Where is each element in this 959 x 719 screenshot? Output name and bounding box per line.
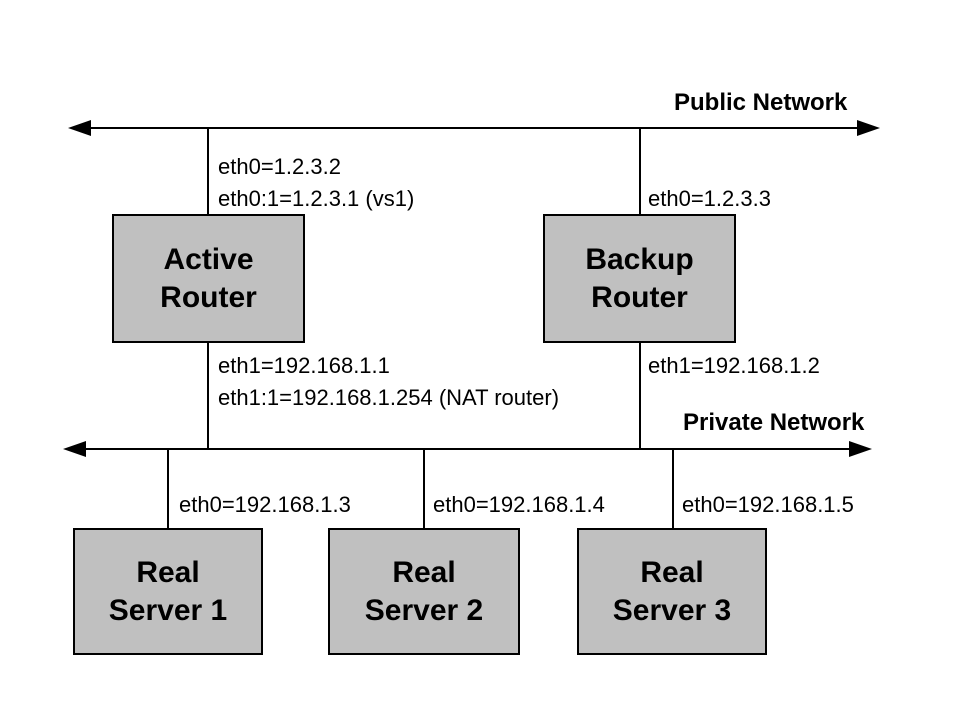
real-server-1-label: Real Server 1 (108, 555, 228, 627)
arrow-left-icon (68, 120, 91, 136)
public-network-bus (80, 127, 865, 129)
connector-real-server-2 (423, 449, 425, 528)
real-server-2-node: Real Server 2 (328, 528, 520, 655)
arrow-left-icon (63, 441, 86, 457)
label-active-eth1: eth1=192.168.1.1 (218, 353, 390, 378)
private-network-bus (75, 448, 857, 450)
label-active-eth0-alias: eth0:1=1.2.3.1 (vs1) (218, 186, 415, 211)
connector-active-router-public (207, 128, 209, 214)
real-server-2-label: Real Server 2 (364, 555, 484, 627)
label-active-eth0: eth0=1.2.3.2 (218, 154, 341, 179)
active-router-node: Active Router (112, 214, 305, 343)
public-network-label: Public Network (674, 89, 848, 116)
real-server-3-node: Real Server 3 (577, 528, 767, 655)
connector-real-server-1 (167, 449, 169, 528)
real-server-3-label: Real Server 3 (612, 555, 732, 627)
label-active-eth1-alias: eth1:1=192.168.1.254 (NAT router) (218, 385, 560, 410)
connector-active-router-private (207, 343, 209, 449)
label-backup-eth1: eth1=192.168.1.2 (648, 353, 820, 378)
active-router-label: Active Router (160, 242, 257, 314)
connector-backup-router-private (639, 343, 641, 449)
label-rs3-eth0: eth0=192.168.1.5 (682, 492, 854, 517)
private-network-label: Private Network (683, 409, 865, 436)
label-rs2-eth0: eth0=192.168.1.4 (433, 492, 605, 517)
label-rs1-eth0: eth0=192.168.1.3 (179, 492, 351, 517)
connector-real-server-3 (672, 449, 674, 528)
connector-backup-router-public (639, 128, 641, 214)
backup-router-node: Backup Router (543, 214, 736, 343)
real-server-1-node: Real Server 1 (73, 528, 263, 655)
arrow-right-icon (857, 120, 880, 136)
label-backup-eth0: eth0=1.2.3.3 (648, 186, 771, 211)
backup-router-label: Backup Router (585, 242, 694, 314)
arrow-right-icon (849, 441, 872, 457)
